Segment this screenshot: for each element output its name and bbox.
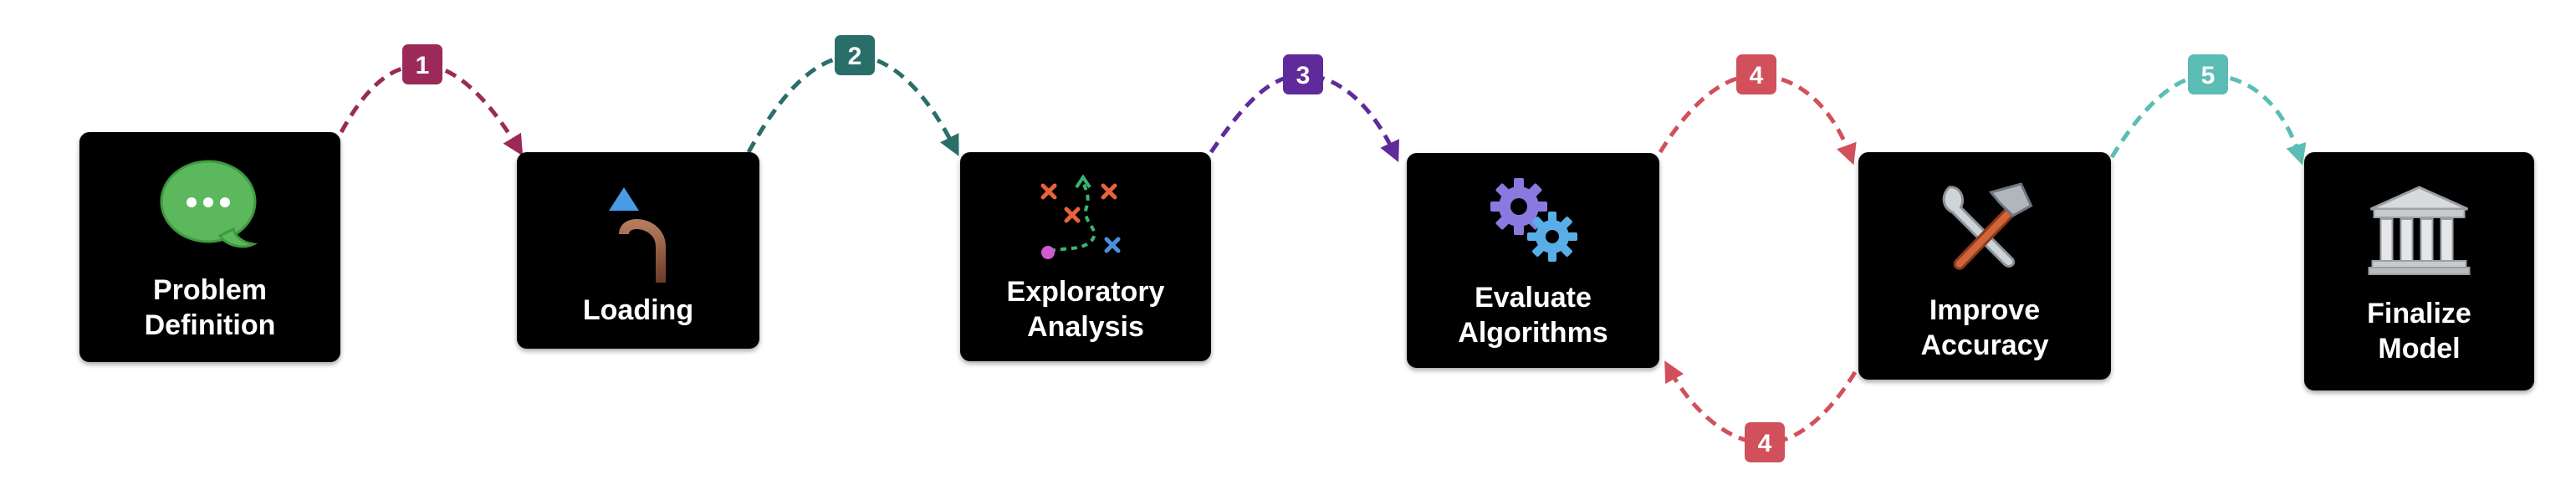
connector-1: 1 (339, 44, 524, 156)
classical-building-icon (2367, 184, 2471, 276)
connector-4-forward: 4 (1658, 54, 1857, 166)
step-label: Problem Definition (144, 274, 276, 341)
gears-icon (1487, 175, 1579, 263)
connector-3-badge: 3 (1283, 54, 1323, 94)
svg-text:1: 1 (416, 52, 430, 79)
svg-text:4: 4 (1750, 62, 1764, 89)
play-diagram-icon (1031, 174, 1140, 266)
hammer-wrench-icon (1933, 177, 2037, 278)
step-label: Improve Accuracy (1920, 294, 2049, 361)
connector-5-badge: 5 (2188, 54, 2228, 94)
connector-4-forward-badge: 4 (1736, 54, 1776, 94)
connector-5: 5 (2109, 54, 2307, 166)
svg-text:2: 2 (848, 43, 862, 70)
step-problem-definition: Problem Definition (79, 132, 340, 362)
svg-text:5: 5 (2201, 62, 2216, 89)
step-label: Loading (582, 294, 694, 326)
connector-4-return: 4 (1664, 360, 1858, 462)
connector-2-arrow (746, 54, 959, 156)
connector-5-arrow (2109, 73, 2307, 166)
connector-1-arrow (339, 63, 524, 156)
step-exploratory-analysis: Exploratory Analysis (960, 152, 1211, 361)
step-evaluate-algorithms: Evaluate Algorithms (1407, 153, 1659, 368)
step-improve-accuracy: Improve Accuracy (1858, 152, 2111, 380)
connector-2-badge: 2 (835, 35, 875, 75)
connector-4-forward-arrow (1658, 73, 1857, 166)
speech-bubble-icon (160, 156, 260, 252)
connector-1-badge: 1 (402, 44, 442, 84)
step-loading: Loading (517, 152, 759, 349)
connector-4-return-badge: 4 (1745, 422, 1785, 462)
merge-arrow-icon (601, 184, 676, 284)
step-label: Finalize Model (2367, 298, 2471, 365)
connector-3: 3 (1209, 54, 1399, 163)
svg-text:3: 3 (1296, 62, 1311, 89)
svg-text:4: 4 (1758, 430, 1772, 457)
step-label: Exploratory Analysis (1006, 276, 1165, 343)
step-finalize-model: Finalize Model (2304, 152, 2534, 390)
connector-2: 2 (746, 35, 959, 156)
step-label: Evaluate Algorithms (1458, 282, 1608, 349)
